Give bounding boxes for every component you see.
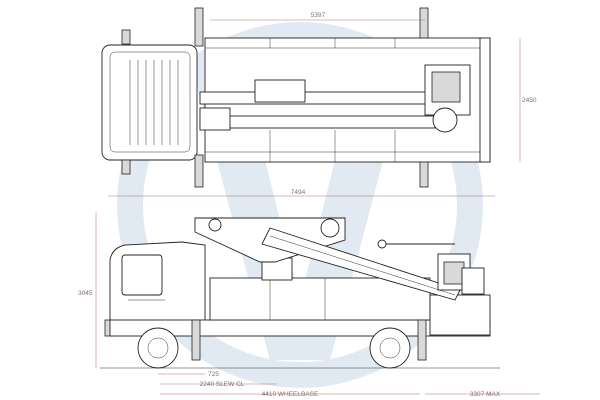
svg-text:3045: 3045 bbox=[78, 290, 93, 297]
dimension-front-overhang: 725 bbox=[158, 371, 219, 378]
svg-text:5397: 5397 bbox=[311, 12, 326, 19]
svg-text:725: 725 bbox=[208, 371, 219, 378]
dimension-top-width: 2450 bbox=[519, 38, 537, 162]
top-view: 5397 2450 bbox=[101, 7, 537, 188]
svg-text:3307 MAX: 3307 MAX bbox=[470, 391, 501, 398]
svg-text:7494: 7494 bbox=[291, 189, 306, 196]
svg-text:2450: 2450 bbox=[522, 97, 537, 104]
svg-text:4410 WHEELBASE: 4410 WHEELBASE bbox=[262, 391, 319, 398]
side-view: 7494 3045 bbox=[78, 189, 540, 398]
dimension-top-length: 5397 bbox=[210, 12, 425, 21]
dimension-height: 3045 bbox=[78, 212, 97, 368]
svg-text:2240 SLEW CL: 2240 SLEW CL bbox=[200, 381, 245, 388]
dimension-wheelbase: 4410 WHEELBASE bbox=[160, 391, 420, 398]
dimension-slew-centerline: 2240 SLEW CL bbox=[160, 381, 277, 388]
dimension-overall-length: 7494 bbox=[108, 189, 495, 197]
dimension-rear-max: 3307 MAX bbox=[425, 391, 540, 398]
